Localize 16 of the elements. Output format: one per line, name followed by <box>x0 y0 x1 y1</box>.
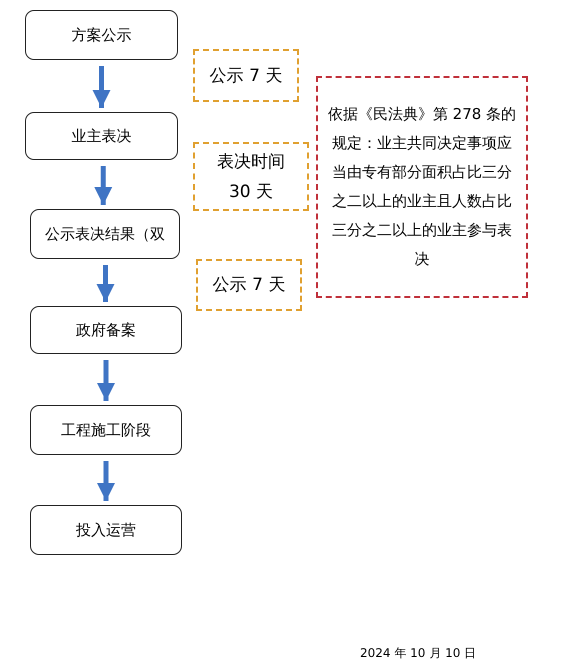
arrow <box>97 360 115 401</box>
process-box: 工程施工阶段 <box>30 405 182 455</box>
process-box: 政府备案 <box>30 306 182 354</box>
process-box: 公示表决结果（双 <box>30 209 180 259</box>
date-text: 2024 年 10 月 10 日 <box>360 645 476 662</box>
duration-box: 公示 7 天 <box>196 259 302 311</box>
note-box: 依据《民法典》第 278 条的规定：业主共同决定事项应当由专有部分面积占比三分之二以上的业主且人数占比三分之二以上的业主参与表决 <box>316 76 528 298</box>
duration-box: 公示 7 天 <box>193 49 299 102</box>
duration-box: 表决时间 30 天 <box>193 142 309 211</box>
arrow <box>96 265 114 302</box>
arrow <box>94 166 112 205</box>
process-box: 投入运营 <box>30 505 182 555</box>
arrow <box>97 461 115 501</box>
process-box: 业主表决 <box>25 112 178 160</box>
arrow <box>92 66 110 108</box>
process-box: 方案公示 <box>25 10 178 60</box>
